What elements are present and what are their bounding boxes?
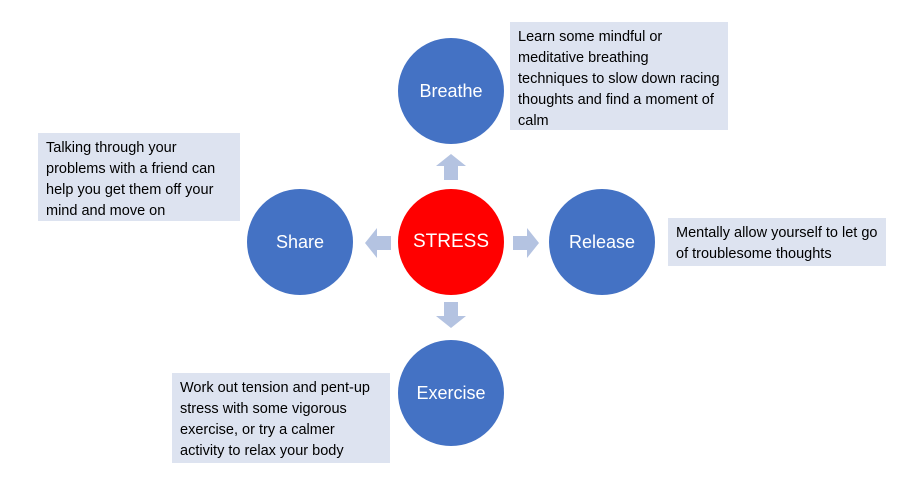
breathe-node: Breathe (398, 38, 504, 144)
breathe-note: Learn some mindful or meditative breathi… (510, 22, 728, 130)
exercise-node: Exercise (398, 340, 504, 446)
release-note: Mentally allow yourself to let go of tro… (668, 218, 886, 266)
share-label: Share (275, 231, 325, 252)
arrow-up-icon (436, 154, 466, 180)
arrow-right-icon (513, 228, 539, 258)
share-node: Share (247, 189, 353, 295)
exercise-label: Exercise (416, 382, 486, 403)
stress-node: STRESS (398, 189, 504, 295)
share-note-text: Talking through your problems with a fri… (46, 140, 216, 219)
breathe-note-text: Learn some mindful or meditative breathi… (518, 29, 720, 129)
release-label: Release (568, 231, 636, 252)
breathe-label: Breathe (419, 80, 483, 101)
share-note: Talking through your problems with a fri… (38, 133, 240, 221)
release-node: Release (549, 189, 655, 295)
stress-label: STRESS (412, 231, 490, 252)
exercise-note-text: Work out tension and pent-up stress with… (180, 380, 370, 459)
arrow-left-icon (365, 228, 391, 258)
release-note-text: Mentally allow yourself to let go of tro… (676, 225, 878, 262)
arrow-down-icon (436, 302, 466, 328)
exercise-note: Work out tension and pent-up stress with… (172, 373, 390, 463)
